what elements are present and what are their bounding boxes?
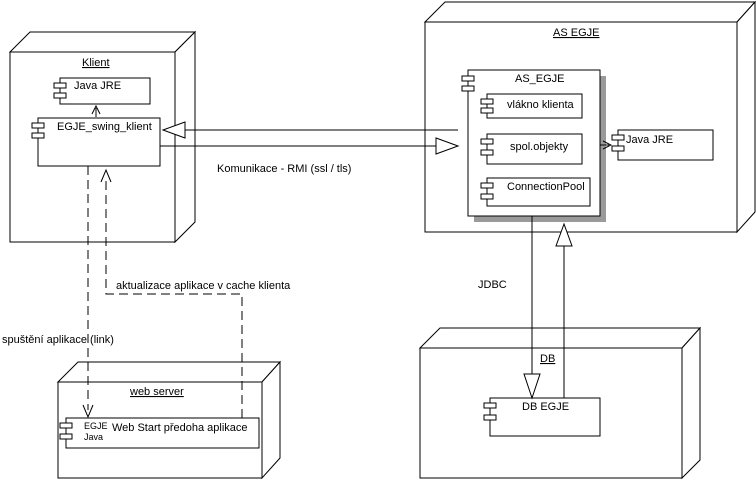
jdbc-label: JDBC [478, 279, 507, 291]
vlakno-klienta-label: vlákno klienta [507, 99, 575, 111]
component-vlakno-klienta: vlákno klienta [480, 93, 583, 119]
rmi-arrowhead-right [435, 137, 460, 155]
java-jre-server-label: Java JRE [626, 134, 673, 146]
launch-label: spuštění aplikace (link) [2, 334, 114, 346]
web-start-prefix-bottom: Java [84, 432, 103, 442]
component-connection-pool: ConnectionPool [480, 177, 591, 207]
component-java-jre-klient: Java JRE [53, 77, 151, 105]
jdbc-arrowhead-up [555, 222, 573, 247]
spol-objekty-label: spol.objekty [510, 141, 569, 153]
component-db-egje: DB EGJE [483, 397, 601, 437]
component-egje-swing-klient: EGJE_swing_klient [31, 117, 161, 167]
node-klient-title: Klient [82, 57, 110, 69]
as-egje-label: AS_EGJE [515, 73, 565, 85]
node-db-title: DB [540, 353, 555, 365]
rmi-label: Komunikace - RMI (ssl / tls) [217, 163, 351, 175]
node-web-server-title: web server [129, 386, 184, 398]
jdbc-connection: JDBC [478, 216, 573, 400]
web-start-label: Web Start předoha aplikace [112, 422, 248, 434]
db-egje-label: DB EGJE [522, 401, 569, 413]
component-java-jre-server: Java JRE [611, 129, 714, 161]
egje-swing-klient-label: EGJE_swing_klient [57, 121, 152, 133]
connection-pool-label: ConnectionPool [507, 181, 585, 193]
component-web-start: EGJE Java Web Start předoha aplikace [59, 417, 260, 449]
component-spol-objekty: spol.objekty [480, 133, 583, 165]
node-as-egje-title: AS EGJE [553, 27, 599, 39]
update-connection: aktualizace aplikace v cache klienta [100, 168, 291, 418]
update-label: aktualizace aplikace v cache klienta [116, 280, 291, 292]
java-jre-klient-label: Java JRE [74, 80, 121, 92]
rmi-connection: Komunikace - RMI (ssl / tls) [160, 121, 460, 175]
web-start-prefix-top: EGJE [84, 421, 108, 431]
rmi-arrowhead-left [161, 121, 186, 139]
jdbc-arrowhead-down [523, 373, 541, 400]
launch-connection: spuštění aplikace (link) [2, 166, 114, 419]
